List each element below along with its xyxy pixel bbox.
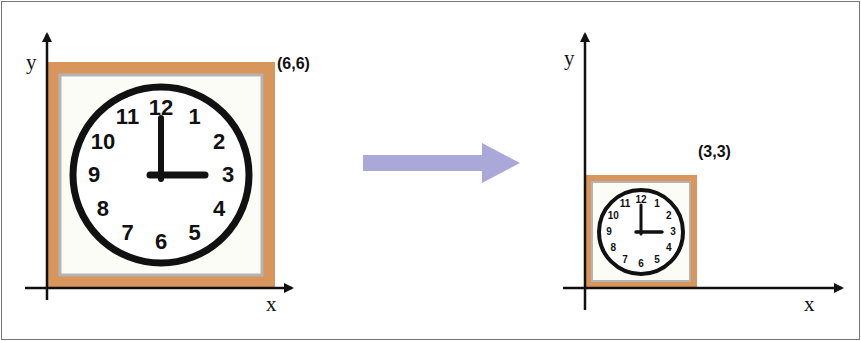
minute-hand xyxy=(640,205,643,234)
clock-number: 8 xyxy=(97,198,109,220)
clock-number: 5 xyxy=(654,255,660,265)
clock-number: 4 xyxy=(666,243,672,253)
clock-number: 7 xyxy=(121,222,133,244)
clock-number: 2 xyxy=(213,131,225,153)
axis-label: y xyxy=(564,48,575,69)
hour-hand xyxy=(636,230,662,234)
clock-dial xyxy=(73,87,249,263)
x-axis xyxy=(563,287,842,290)
clock-number: 7 xyxy=(622,255,628,265)
clock-number: 2 xyxy=(666,211,672,221)
clock-number: 1 xyxy=(188,106,200,128)
clock-dial xyxy=(599,190,683,274)
clock-number: 11 xyxy=(620,199,631,209)
clock-number: 11 xyxy=(116,106,139,128)
clock-number: 12 xyxy=(635,195,646,205)
axis-label: x xyxy=(804,294,815,315)
clock-number: 8 xyxy=(611,243,617,253)
clock-number: 10 xyxy=(91,131,115,153)
clock-number: 1 xyxy=(654,199,660,209)
clock-number: 6 xyxy=(155,231,167,253)
clock-number: 3 xyxy=(222,164,234,186)
clock-number: 3 xyxy=(670,227,676,237)
clock-number: 10 xyxy=(608,211,619,221)
y-axis xyxy=(46,34,49,300)
y-axis xyxy=(584,34,587,310)
clock-number: 12 xyxy=(149,97,173,119)
clock-number: 6 xyxy=(638,259,644,269)
x-axis xyxy=(25,287,292,290)
clock-frame xyxy=(47,62,275,288)
minute-hand xyxy=(158,118,164,179)
clock-number: 9 xyxy=(88,164,100,186)
hour-hand xyxy=(150,172,205,179)
transform-arrow xyxy=(363,143,520,183)
clock-number: 5 xyxy=(188,222,200,244)
clock-frame xyxy=(585,175,697,288)
clock-face-panel xyxy=(592,182,690,281)
coordinate-label: (6,6) xyxy=(277,56,310,72)
axis-label: y xyxy=(26,52,37,73)
clock-number: 4 xyxy=(213,198,225,220)
coordinate-label: (3,3) xyxy=(698,144,731,160)
clock-number: 9 xyxy=(606,227,612,237)
clock-face-panel xyxy=(60,75,262,275)
axis-label: x xyxy=(266,294,277,315)
